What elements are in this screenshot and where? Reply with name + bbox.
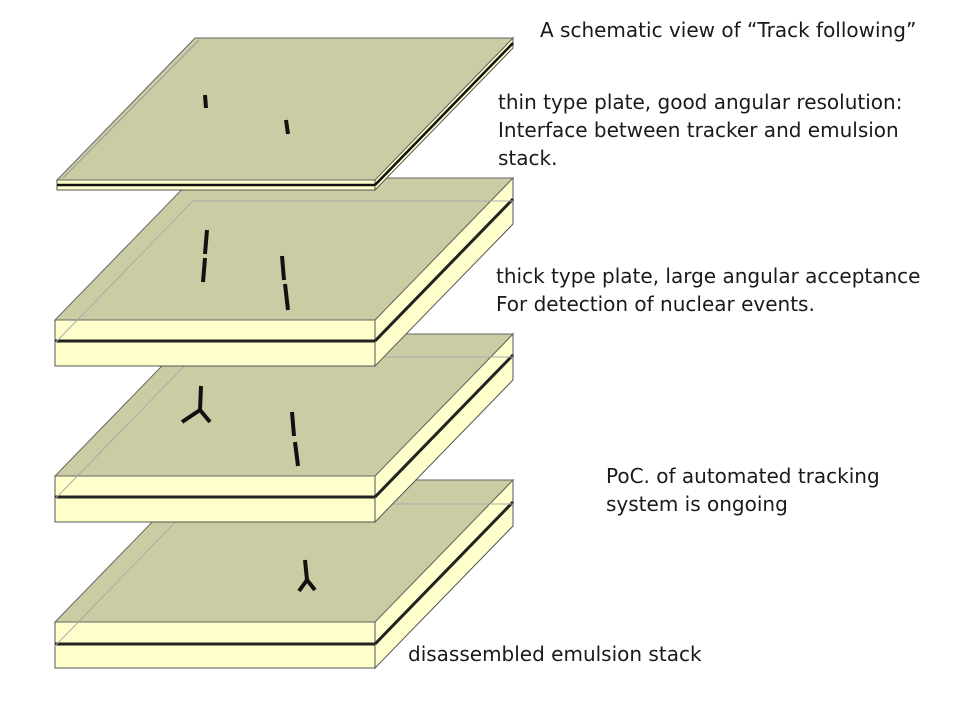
plate-2-divider-line-side	[373, 197, 515, 343]
track-segment	[203, 94, 208, 109]
plate-3-hidden-edge	[54, 356, 194, 500]
nuclear-event-vertex	[180, 385, 212, 424]
thick-plate-label: thick type plate, large angular acceptan…	[496, 262, 920, 318]
plate-4-divider-line-side	[373, 500, 515, 646]
plate-2-front-face	[54, 319, 376, 367]
diagram-title: A schematic view of “Track following”	[540, 18, 917, 42]
poc-label-line: system is ongoing	[606, 492, 788, 516]
particle-tracks	[180, 94, 317, 593]
track-segment	[293, 441, 300, 467]
thin-plate-label-line: stack.	[498, 146, 558, 170]
track-segment	[203, 229, 209, 255]
stack-label: disassembled emulsion stack	[408, 642, 702, 666]
thin-plate-label: thin type plate, good angular resolution…	[498, 88, 902, 172]
plate-1-top-face	[55, 37, 515, 181]
emulsion-plate-1-thin	[55, 36, 515, 192]
track-segment	[201, 257, 207, 283]
track-segment	[283, 283, 290, 311]
track-segment	[284, 119, 290, 135]
thick-plate-label-line: For detection of nuclear events.	[496, 292, 815, 316]
track-segment	[290, 411, 296, 437]
poc-label-line: PoC. of automated tracking	[606, 464, 880, 488]
thick-plate-label-line: thick type plate, large angular acceptan…	[496, 264, 921, 288]
plate-2-hidden-edge	[54, 200, 194, 344]
nuclear-event-vertex	[297, 559, 317, 593]
plate-3-front-face	[54, 475, 376, 523]
plate-1-top-inner-line	[62, 39, 200, 179]
plate-3-divider-line-side	[373, 353, 515, 499]
emulsion-plate-2	[53, 176, 515, 368]
emulsion-plate-3	[53, 332, 515, 524]
plate-4-hidden-edge	[54, 503, 194, 647]
poc-label: PoC. of automated tracking system is ong…	[606, 462, 880, 518]
thin-plate-label-line: thin type plate, good angular resolution…	[498, 90, 903, 114]
track-segment	[280, 255, 286, 281]
plate-2-top-face	[53, 177, 515, 321]
plate-3-top-face	[53, 333, 515, 477]
thin-plate-label-line: Interface between tracker and emulsion	[498, 118, 899, 142]
plate-1-divider-line-side	[374, 42, 514, 186]
